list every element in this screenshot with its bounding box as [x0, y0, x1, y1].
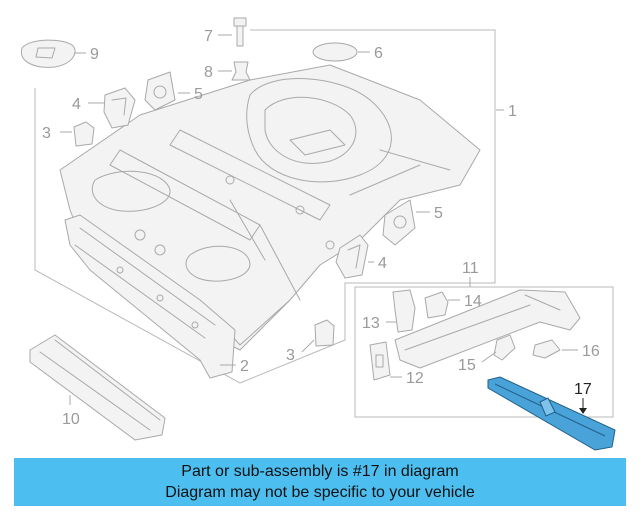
- plate-part-12: [369, 341, 391, 381]
- callout-16: 16: [582, 343, 600, 360]
- callout-10: 10: [62, 411, 80, 428]
- bracket-part-5b: [382, 199, 416, 246]
- crossmember-part-11: [394, 289, 581, 369]
- part-info-banner: Part or sub-assembly is #17 in diagram D…: [14, 458, 626, 506]
- bracket-part-16: [532, 339, 561, 359]
- leader-lines: [60, 34, 587, 414]
- callout-9: 9: [90, 46, 99, 63]
- highlighted-part-17: [487, 376, 616, 451]
- bracket-part-3a: [73, 121, 95, 147]
- bracket-part-3b: [314, 319, 335, 347]
- bracket-part-13: [392, 289, 416, 333]
- callout-17: 17: [574, 381, 592, 398]
- reinforcement-part-10: [29, 334, 166, 441]
- callout-15: 15: [458, 357, 476, 374]
- assembly-frame-1: [34, 29, 496, 384]
- callout-4b: 4: [378, 255, 387, 272]
- bracket-part-14: [424, 291, 449, 319]
- callout-3b: 3: [286, 347, 295, 364]
- callout-7: 7: [204, 28, 213, 45]
- callout-5b: 5: [434, 205, 443, 222]
- callout-2: 2: [240, 358, 249, 375]
- callout-5a: 5: [194, 86, 203, 103]
- plug-part-6: [312, 42, 358, 62]
- parts-diagram: 1 2 3 3 4 4 5 5 6 7 8 9 10 11 12 13 14 1…: [20, 17, 616, 451]
- callout-8: 8: [204, 64, 213, 81]
- bracket-part-5a: [144, 71, 176, 111]
- callout-13: 13: [362, 315, 380, 332]
- callout-1: 1: [508, 103, 517, 120]
- plate-part-9: [20, 39, 76, 68]
- clip-part-8: [231, 61, 251, 81]
- banner-line-1: Part or sub-assembly is #17 in diagram: [181, 463, 459, 480]
- callout-14: 14: [464, 293, 482, 310]
- callout-4a: 4: [72, 96, 81, 113]
- callout-12: 12: [406, 370, 424, 387]
- bracket-part-4b: [335, 234, 369, 279]
- callout-11: 11: [462, 260, 479, 277]
- banner-line-2: Diagram may not be specific to your vehi…: [165, 484, 475, 501]
- bolt-part-7: [233, 17, 247, 47]
- subassembly-frame-11: [354, 286, 614, 418]
- callout-3a: 3: [42, 125, 51, 142]
- bracket-part-4a: [103, 87, 136, 129]
- side-sill-part-2: [64, 214, 236, 379]
- callout-6: 6: [374, 45, 383, 62]
